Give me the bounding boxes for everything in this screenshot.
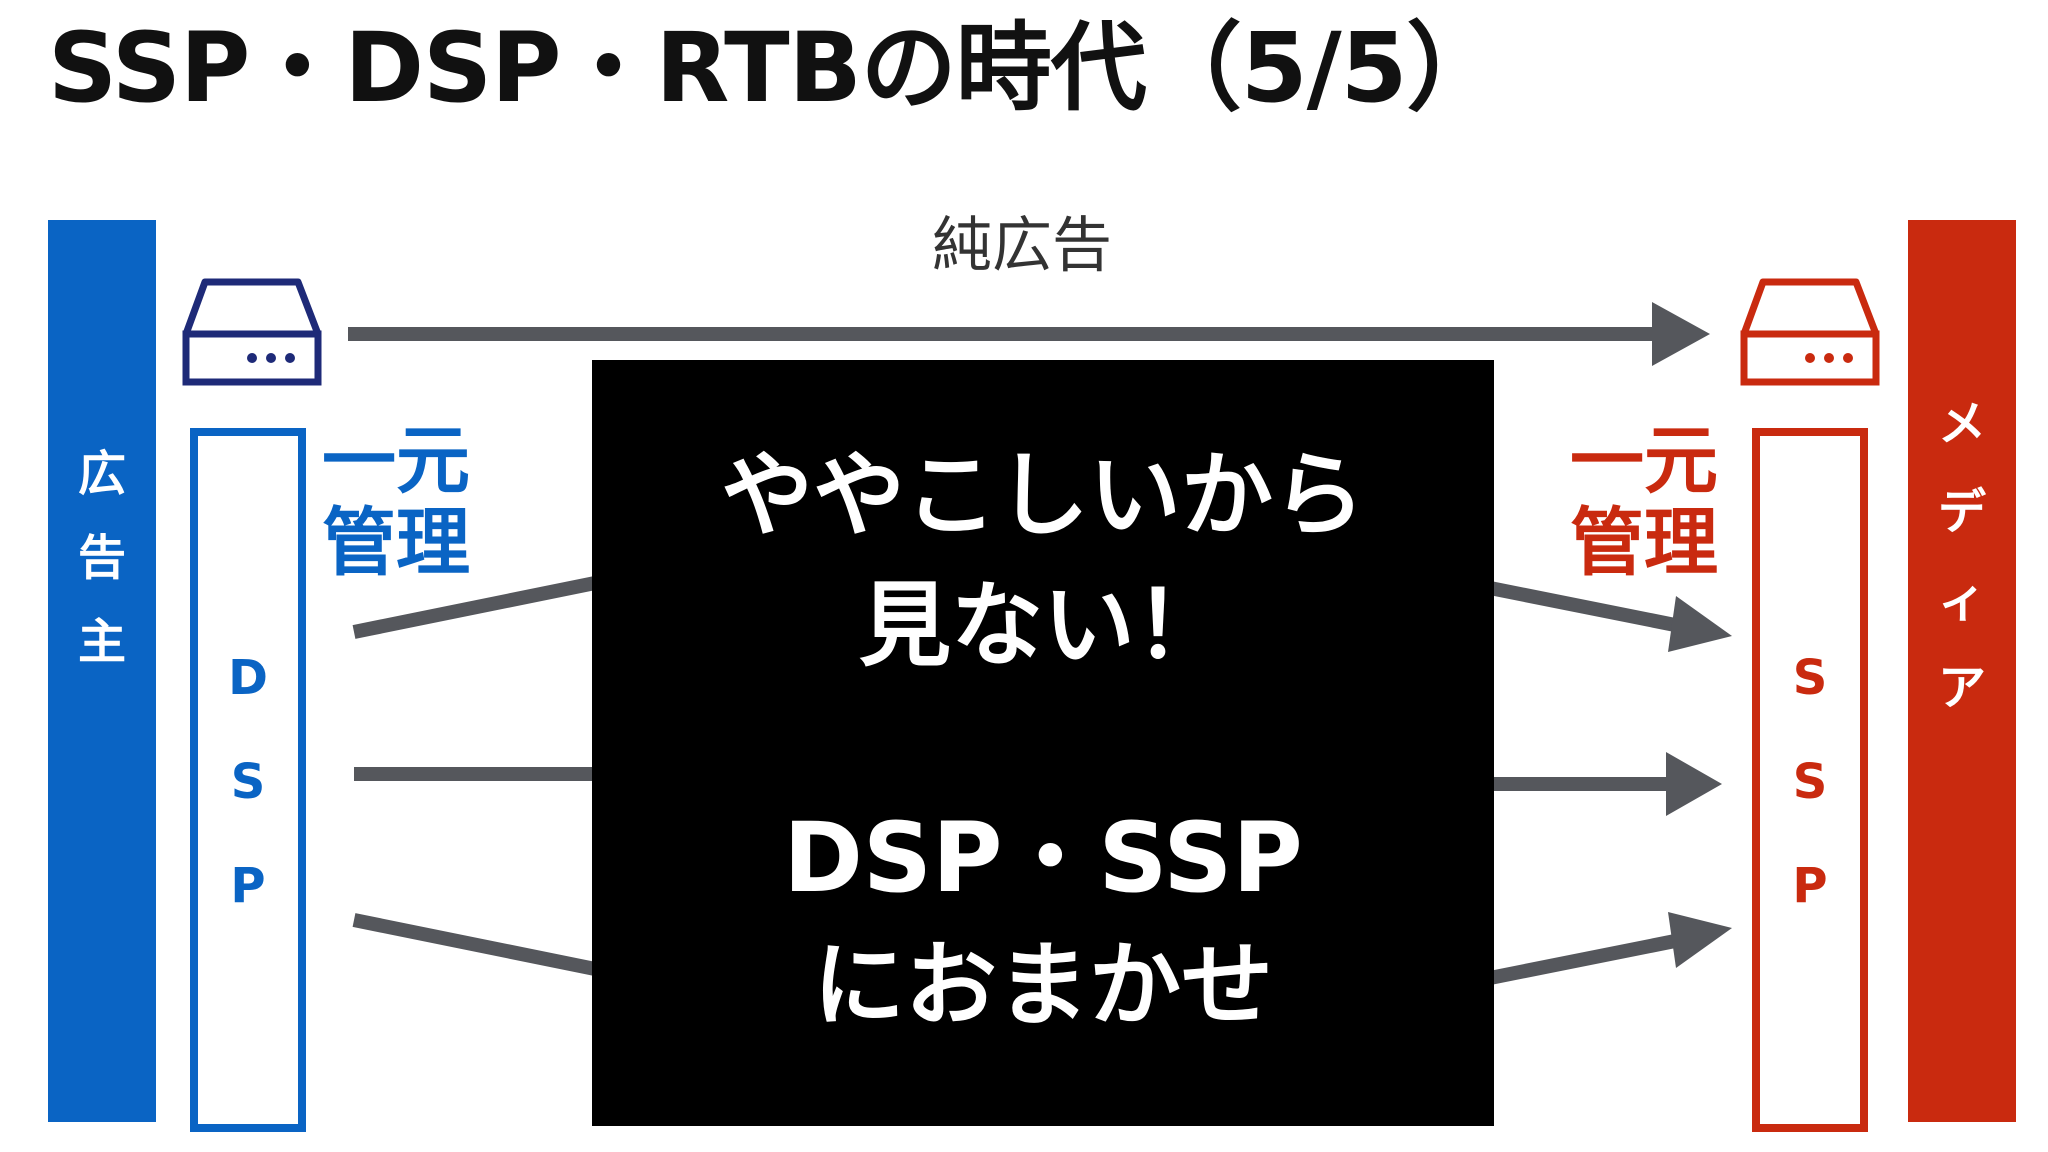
media-bar: メ デ ィ ア [1908, 220, 2016, 1122]
overlay-line4: におまかせ [812, 932, 1273, 1039]
ssp-label-char: P [1792, 858, 1828, 914]
dsp-label-char: P [230, 858, 266, 914]
dsp-panel: D S P [190, 428, 306, 1132]
advertiser-label-char: 主 [77, 614, 126, 670]
dsp-label-char: S [230, 754, 266, 810]
dsp-line-upper [352, 575, 602, 639]
overlay-box: ややこしいから 見ない！ DSP・SSP におまかせ [592, 360, 1494, 1126]
overlay-line3: DSP・SSP [783, 802, 1303, 914]
overlay-line1: ややこしいから [720, 442, 1365, 549]
ssp-arrow-upper [1488, 581, 1732, 652]
dsp-label: D S P [198, 654, 298, 966]
dsp-line-lower [352, 913, 602, 977]
media-server-icon [1740, 278, 1880, 386]
overlay-line2: 見ない！ [858, 572, 1227, 679]
unified-management-line2: 管理 [1570, 500, 1718, 586]
advertiser-server-icon [182, 278, 322, 386]
unified-management-line2: 管理 [322, 500, 470, 586]
pure-ad-label: 純広告 [932, 211, 1112, 281]
advertiser-label: 広 告 主 [48, 450, 156, 702]
media-label-char: ィ [1937, 572, 1986, 628]
media-label: メ デ ィ ア [1908, 400, 2016, 752]
pure-ad-arrow [348, 302, 1710, 366]
ssp-panel: S S P [1752, 428, 1868, 1132]
unified-management-line1: 一元 [322, 418, 470, 504]
media-label-char: メ [1937, 396, 1986, 452]
unified-management-left: 一元 管理 [322, 420, 482, 584]
advertiser-label-char: 告 [77, 530, 126, 586]
ssp-arrow-middle [1490, 752, 1722, 816]
media-label-char: デ [1937, 484, 1986, 540]
ssp-label: S S P [1760, 654, 1860, 966]
ssp-label-char: S [1792, 650, 1828, 706]
advertiser-bar: 広 告 主 [48, 220, 156, 1122]
unified-management-right: 一元 管理 [1570, 420, 1730, 584]
ssp-arrow-lower [1488, 912, 1732, 985]
advertiser-label-char: 広 [77, 446, 126, 502]
ssp-label-char: S [1792, 754, 1828, 810]
dsp-label-char: D [228, 650, 268, 706]
media-label-char: ア [1937, 660, 1986, 716]
unified-management-line1: 一元 [1570, 418, 1718, 504]
slide-title: SSP・DSP・RTBの時代（5/5） [48, 12, 1502, 124]
